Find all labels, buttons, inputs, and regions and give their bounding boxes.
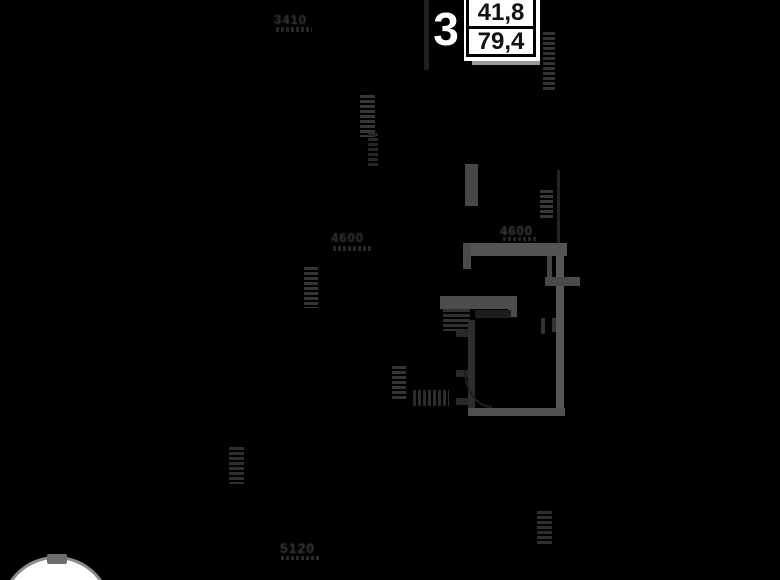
wall-mid-horizontal [440,296,516,309]
dimension-ticks [503,237,537,241]
wall-room-right [556,255,564,416]
wall-room-top [463,243,567,256]
wall-room-left [468,320,475,415]
wall-stub [456,370,468,377]
dimension-mark [392,366,406,400]
area-box-shadow [472,57,540,65]
dimension-mark [543,32,555,90]
unit-number: 3 [433,3,459,55]
wall-window-segment [465,164,478,206]
dimension-mark [304,267,318,308]
wall-stub [456,330,468,337]
wall-thin-line [557,170,560,250]
dimension-mark [360,95,375,137]
dimension-label: 3410 [274,12,307,27]
area-value-top: 41,8 [466,0,536,29]
wall-inner-line [547,256,552,280]
dimension-label: 4600 [331,230,364,245]
wall-step [508,296,517,317]
area-value-bottom: 79,4 [466,26,536,57]
door-jamb [552,318,556,332]
wall-dark-band [475,310,511,318]
dimension-label: 5120 [280,540,316,556]
dimension-label: 4600 [500,223,533,238]
wall-room-bottom [468,408,565,416]
dimension-ticks [281,556,319,560]
wall-stub [463,243,471,269]
wall-stub [545,277,580,286]
watermark-circle-tab [47,554,67,564]
dimension-mark [443,309,470,331]
wall-stub [456,398,468,405]
dimension-mark [413,390,449,406]
dimension-ticks [276,27,312,32]
dimension-mark [368,133,378,167]
dimension-ticks [333,246,373,251]
dimension-mark [537,511,552,546]
dimension-mark [540,190,553,218]
wall-segment [424,0,429,70]
dimension-mark [229,447,244,484]
door-jamb [541,318,545,334]
